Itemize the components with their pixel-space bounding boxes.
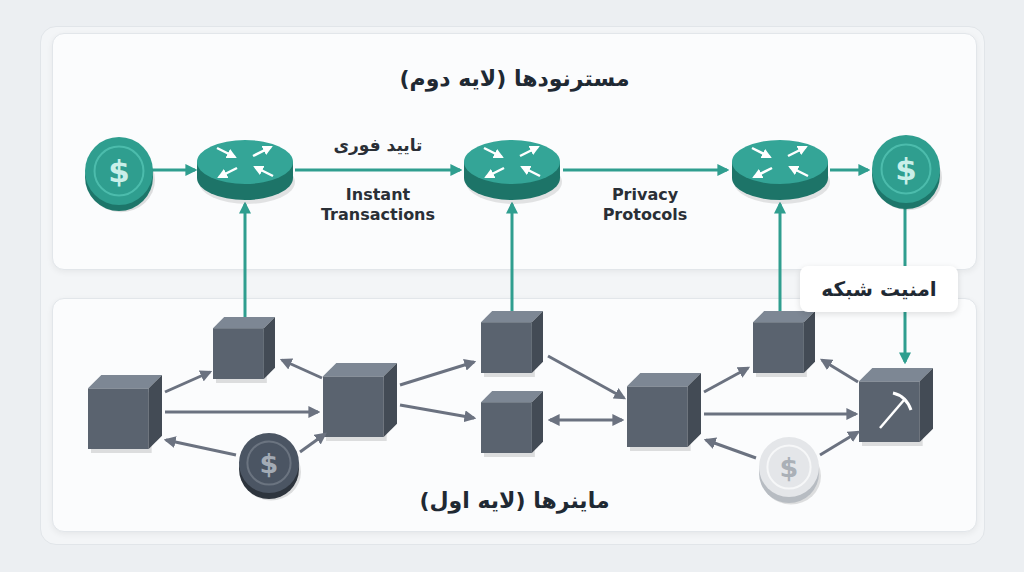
layer-title: مسترنودها (لایه دوم) [53, 64, 976, 94]
coin-face [85, 137, 153, 205]
coin-face [239, 433, 299, 493]
flow-label: Instant Transactions [313, 185, 443, 225]
coin-node: $ [85, 137, 153, 205]
layer-panel: $ $ماینرها (لایه اول) [52, 298, 977, 532]
coin-node: $ [239, 433, 299, 493]
callout-text: امنیت شبکه [821, 277, 936, 301]
coin-node: $ [759, 437, 819, 497]
coin-face [759, 437, 819, 497]
layer-title: ماینرها (لایه اول) [53, 486, 976, 516]
coin-symbol-text: $ [759, 437, 819, 497]
coin-face [872, 135, 940, 203]
coin-symbol-text: $ [239, 433, 299, 493]
flow-label: Privacy Protocols [590, 185, 700, 225]
coin-symbol-text: $ [872, 135, 940, 203]
coin-node: $ [872, 135, 940, 203]
flow-label: تایید فوری [293, 135, 463, 155]
coin-symbol-text: $ [85, 137, 153, 205]
layer-panel: $ $ مسترنودها (لایه دوم) [52, 33, 977, 270]
callout-box: امنیت شبکه [800, 266, 958, 312]
